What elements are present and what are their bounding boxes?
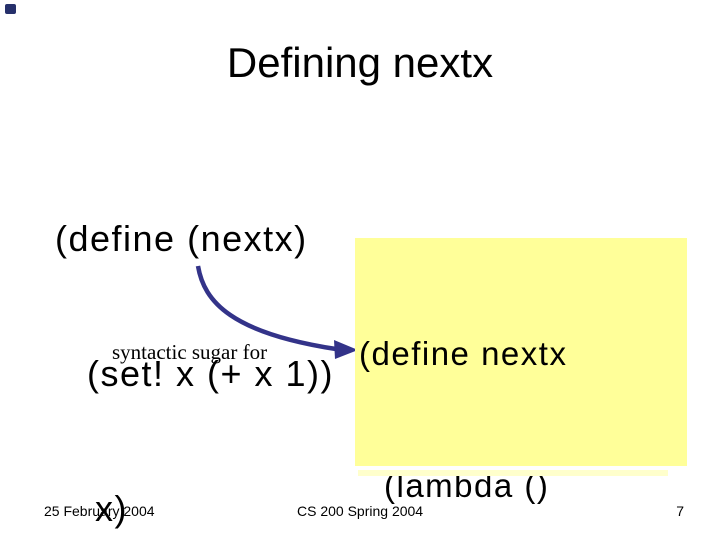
main-code-line: x) [95, 488, 128, 529]
main-code-line: (set! x (+ x 1)) [87, 353, 335, 394]
footer-course: CS 200 Spring 2004 [297, 503, 424, 519]
expanded-code-line: (define nextx [359, 335, 568, 372]
slide-footer: 25 February 2004 CS 200 Spring 2004 7 [0, 502, 720, 522]
highlight-box-shadow [358, 470, 668, 476]
footer-date: 25 February 2004 [44, 503, 155, 519]
main-code-block: (define (nextx) (set! x (+ x 1)) x) [55, 126, 334, 540]
syntactic-sugar-label: syntactic sugar for [112, 340, 268, 364]
slide-title: Defining nextx [226, 39, 494, 86]
footer-page-number: 7 [676, 503, 684, 519]
expanded-code-box: (define nextx (lambda () (begin (set! x … [355, 238, 687, 504]
main-code-line: (define (nextx) [55, 218, 308, 259]
corner-mark [5, 4, 16, 14]
